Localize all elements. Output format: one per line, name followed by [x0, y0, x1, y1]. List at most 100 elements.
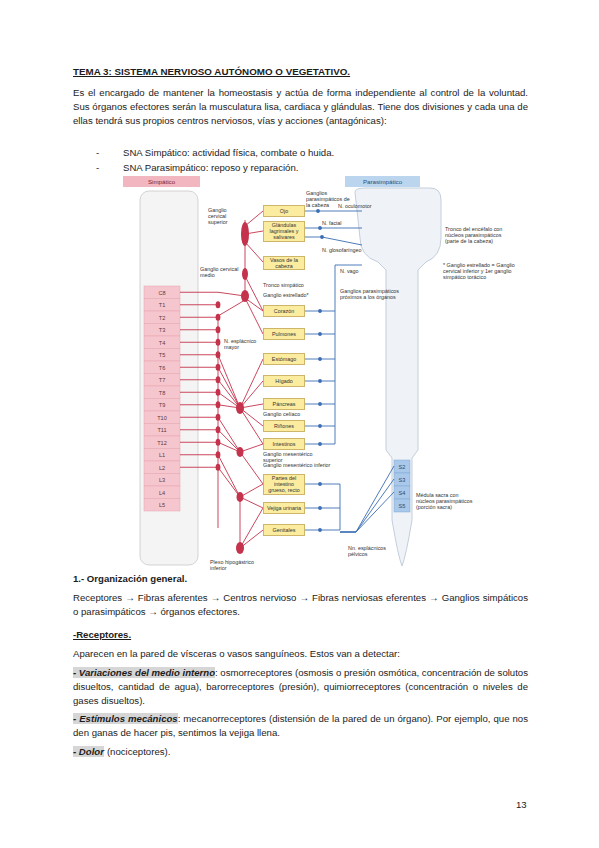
- box-label: Estómago: [272, 356, 296, 362]
- segment-label: S4: [394, 490, 410, 496]
- anatomy-label: Plexo hipogástrico inferior: [210, 559, 270, 571]
- box-label: Ojo: [280, 208, 288, 214]
- postganglionic-fiber: [240, 497, 263, 508]
- spinal-segment: [144, 449, 180, 462]
- ganglion-dot: [318, 332, 322, 336]
- spinal-segment: [144, 474, 180, 487]
- preganglionic-fiber: [180, 392, 218, 393]
- segment-label: S2: [394, 464, 410, 470]
- organ-box: Partes del intestino grueso, recto: [263, 474, 305, 495]
- postganglionic-fiber: [245, 242, 263, 262]
- ganglion-dot: [318, 402, 322, 406]
- preganglionic-fiber: [180, 304, 218, 305]
- pelvic-branch: [305, 508, 340, 509]
- preganglionic-fiber: [180, 429, 218, 430]
- spinal-segment: [144, 436, 180, 449]
- preganglionic-fiber: [180, 379, 218, 380]
- preganglionic-fiber: [180, 317, 218, 318]
- section-heading: -Receptores.: [73, 628, 131, 641]
- box-label: Vejiga urinaria: [267, 505, 301, 511]
- anatomy-label: Ganglio cervical medio: [200, 266, 240, 278]
- splanchnic-nerve: [218, 380, 240, 408]
- box-label: Páncreas: [273, 401, 296, 407]
- organ-box: Estómago: [263, 353, 305, 365]
- cranial-nerve: [305, 237, 362, 245]
- postganglionic-fiber: [240, 381, 263, 408]
- organ-box: Intestinos: [263, 438, 305, 450]
- anatomy-label: Nn. esplácnicos pélvicos: [348, 545, 394, 557]
- segment-label: L1: [144, 452, 180, 458]
- body-text: -: [96, 146, 99, 159]
- spinal-segment: [144, 461, 180, 474]
- anatomy-label: N. vago: [340, 268, 370, 274]
- box-label: Hígado: [275, 378, 292, 384]
- ganglion: [237, 447, 244, 457]
- segment-label: T12: [144, 440, 180, 446]
- paragraph: Receptores → Fibras aferentes → Centros …: [73, 591, 528, 619]
- postganglionic-fiber: [245, 211, 263, 226]
- preganglionic-fiber: [180, 417, 218, 418]
- organ-box: Genitales: [263, 524, 305, 536]
- organ-box: Pulmones: [263, 328, 305, 340]
- ganglion-dot: [320, 235, 324, 239]
- splanchnic-nerve: [218, 467, 240, 497]
- segment-label: T10: [144, 415, 180, 421]
- page-number: 13: [516, 798, 527, 811]
- spinal-segment: [144, 386, 180, 399]
- ganglion-dot: [318, 442, 322, 446]
- organ-box: Páncreas: [263, 398, 305, 410]
- splanchnic-nerve: [218, 367, 240, 408]
- segment-label: T9: [144, 402, 180, 408]
- anatomy-label: N. glosofaríngeo: [322, 247, 372, 253]
- ganglion: [216, 339, 221, 346]
- box-label: Vasos de la cabeza: [265, 257, 303, 269]
- anatomy-label: Ganglio mesentérico inferior: [263, 462, 333, 468]
- division-header: Parasimpático: [345, 176, 420, 187]
- preganglionic-fiber: [180, 404, 218, 405]
- segment-label: C8: [144, 290, 180, 296]
- organ-box: Vejiga urinaria: [263, 502, 305, 514]
- ganglion-dot: [318, 424, 322, 428]
- paragraph: - Dolor(nociceptores).: [73, 745, 528, 759]
- splanchnic-nerve: [218, 430, 240, 452]
- segment-label: L2: [144, 465, 180, 471]
- segment-label: T7: [144, 377, 180, 383]
- postganglionic-fiber: [245, 231, 263, 234]
- pelvic-splanchnic-nerve: [340, 492, 394, 532]
- cranial-nerve: [305, 211, 362, 212]
- ganglion-dot: [316, 209, 320, 213]
- pelvic-nerve: [340, 484, 341, 530]
- anatomy-label: Médula sacra con núcleos parasimpáticos …: [416, 492, 478, 511]
- anatomy-label: Ganglio cervical superior: [208, 207, 242, 226]
- postganglionic-fiber: [240, 508, 263, 548]
- spinal-segment: [144, 311, 180, 324]
- postganglionic-fiber: [240, 408, 263, 444]
- ganglion: [236, 402, 244, 414]
- postganglionic-fiber: [245, 298, 263, 311]
- postganglionic-fiber: [245, 276, 263, 311]
- sacral-segment: [394, 460, 410, 473]
- box-label: Glándulas lagrimales y salivares: [265, 222, 303, 241]
- cranial-nerve: [305, 228, 362, 229]
- anatomy-label: Ganglios parasimpáticos próximos a los ó…: [340, 288, 412, 300]
- organ-box: Vasos de la cabeza: [263, 256, 305, 270]
- spinal-cord-left: [140, 191, 198, 565]
- preganglionic-fiber: [180, 329, 218, 330]
- segment-label: S3: [394, 477, 410, 483]
- segment-label: T8: [144, 390, 180, 396]
- postganglionic-fiber: [240, 359, 263, 408]
- anatomy-label: * Ganglio estrellado = Ganglio cervical …: [443, 262, 515, 281]
- organ-box: Glándulas lagrimales y salivares: [263, 221, 305, 242]
- ganglion: [237, 492, 244, 502]
- anatomy-label: Tronco del encéfalo con núcleos parasimp…: [445, 226, 507, 245]
- segment-label: S5: [394, 503, 410, 509]
- box-label: Simpático: [148, 178, 175, 185]
- spinal-segment: [144, 336, 180, 349]
- pelvic-splanchnic-nerve: [340, 466, 394, 532]
- box-label: Parasimpático: [363, 178, 402, 185]
- segment-label: T1: [144, 302, 180, 308]
- segment-label: T11: [144, 427, 180, 433]
- spinal-segment: [144, 324, 180, 337]
- spinal-segment: [144, 411, 180, 424]
- ganglion: [216, 326, 221, 333]
